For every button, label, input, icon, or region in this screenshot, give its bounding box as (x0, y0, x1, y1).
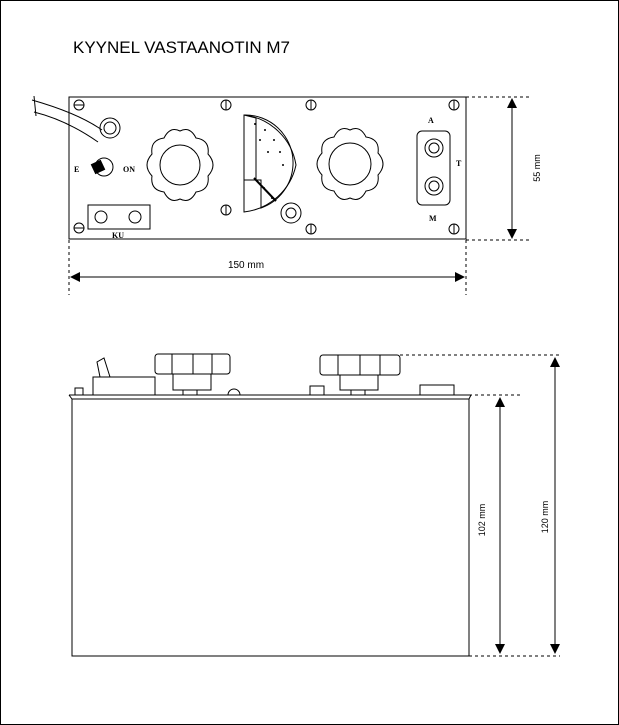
switch-on-label: ON (123, 165, 135, 174)
cable (31, 99, 103, 131)
jack-block-side (419, 384, 455, 396)
tuning-knob-right (316, 128, 384, 200)
body-height-label: 102 mm (477, 504, 487, 537)
front-dimensions (68, 96, 530, 295)
front-view (31, 95, 467, 240)
jack-m-label: M (429, 214, 437, 223)
corner-screw-side (74, 387, 84, 396)
front-panel (68, 96, 467, 240)
knob-right-side (319, 354, 401, 396)
tuning-knob-left (146, 129, 214, 201)
panel-screws (73, 99, 460, 235)
receiver-body (71, 398, 470, 657)
connector-ku-label: KU (112, 231, 124, 240)
width-dimension-label: 150 mm (228, 260, 264, 271)
height-dimension-label: 55 mm (532, 154, 542, 182)
drawing-title: KYYNEL VASTAANOTIN M7 (73, 38, 290, 57)
cable-grommet (99, 117, 121, 139)
jack-a-label: A (428, 116, 434, 125)
fine-tune-knob (280, 202, 302, 224)
knob-left-side (154, 353, 231, 396)
dial-scale (243, 114, 297, 213)
jack-block (416, 130, 451, 206)
screw-head-side (309, 385, 325, 396)
dial-bump-side (227, 388, 241, 396)
total-height-label: 120 mm (540, 501, 550, 534)
top-connector-block (92, 376, 156, 396)
toggle-lever-side (96, 357, 111, 378)
power-toggle-switch (90, 157, 114, 177)
side-view (68, 353, 472, 657)
jack-side-label: T (456, 159, 462, 168)
ku-connector (87, 204, 151, 230)
switch-off-label: E (74, 165, 79, 174)
side-dimensions (400, 354, 560, 657)
